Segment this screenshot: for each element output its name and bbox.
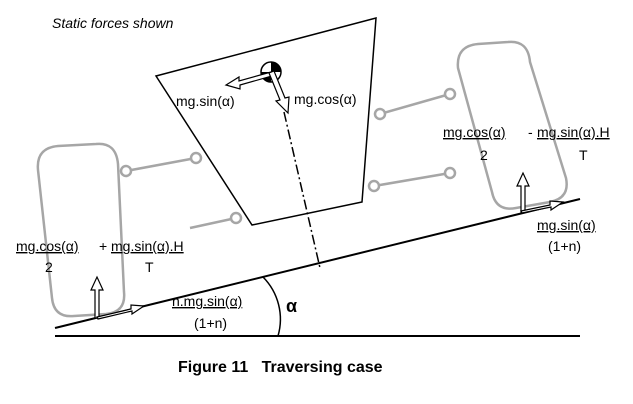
static-forces-note: Static forces shown [52, 15, 174, 31]
body-force-cos: mg.cos(α) [294, 91, 357, 107]
body-force-arrows [224, 70, 290, 115]
suspension-links [119, 87, 457, 230]
angle-label: α [286, 296, 297, 316]
right-side-force-denominator: (1+n) [548, 238, 581, 254]
left-side-force-numerator: n.mg.sin(α) [172, 293, 242, 309]
left-wheel [36, 142, 126, 318]
angle-arc [262, 276, 282, 337]
left-load-denominator-a: 2 [45, 259, 53, 275]
left-wheel-force-arrows [90, 275, 146, 320]
left-side-force-denominator: (1+n) [194, 315, 227, 331]
right-side-force-numerator: mg.sin(α) [537, 217, 596, 233]
right-load-denominator-a: 2 [480, 147, 488, 163]
right-wheel-force-arrows [516, 171, 565, 214]
vehicle-body [154, 17, 377, 226]
right-load-operator: - [528, 124, 533, 140]
body-force-sin: mg.sin(α) [176, 93, 235, 109]
cg-vertical-line [283, 111, 321, 269]
right-side-force-label: mg.sin(α) (1+n) [537, 217, 596, 254]
left-load-denominator-b: T [145, 259, 154, 275]
right-load-numerator-b: mg.sin(α).H [537, 124, 610, 140]
right-load-numerator-a: mg.cos(α) [443, 124, 506, 140]
right-wheel [456, 40, 568, 210]
left-load-numerator-b: mg.sin(α).H [111, 238, 184, 254]
right-load-denominator-b: T [579, 147, 588, 163]
figure-caption: Figure 11 Traversing case [178, 359, 383, 376]
right-wheel-load-label: mg.cos(α) - mg.sin(α).H 2 T [443, 124, 610, 163]
left-load-operator: + [99, 238, 107, 254]
left-side-force-label: n.mg.sin(α) (1+n) [172, 293, 242, 331]
left-wheel-load-label: mg.cos(α) + mg.sin(α).H 2 T [16, 238, 184, 275]
left-load-numerator-a: mg.cos(α) [16, 238, 79, 254]
